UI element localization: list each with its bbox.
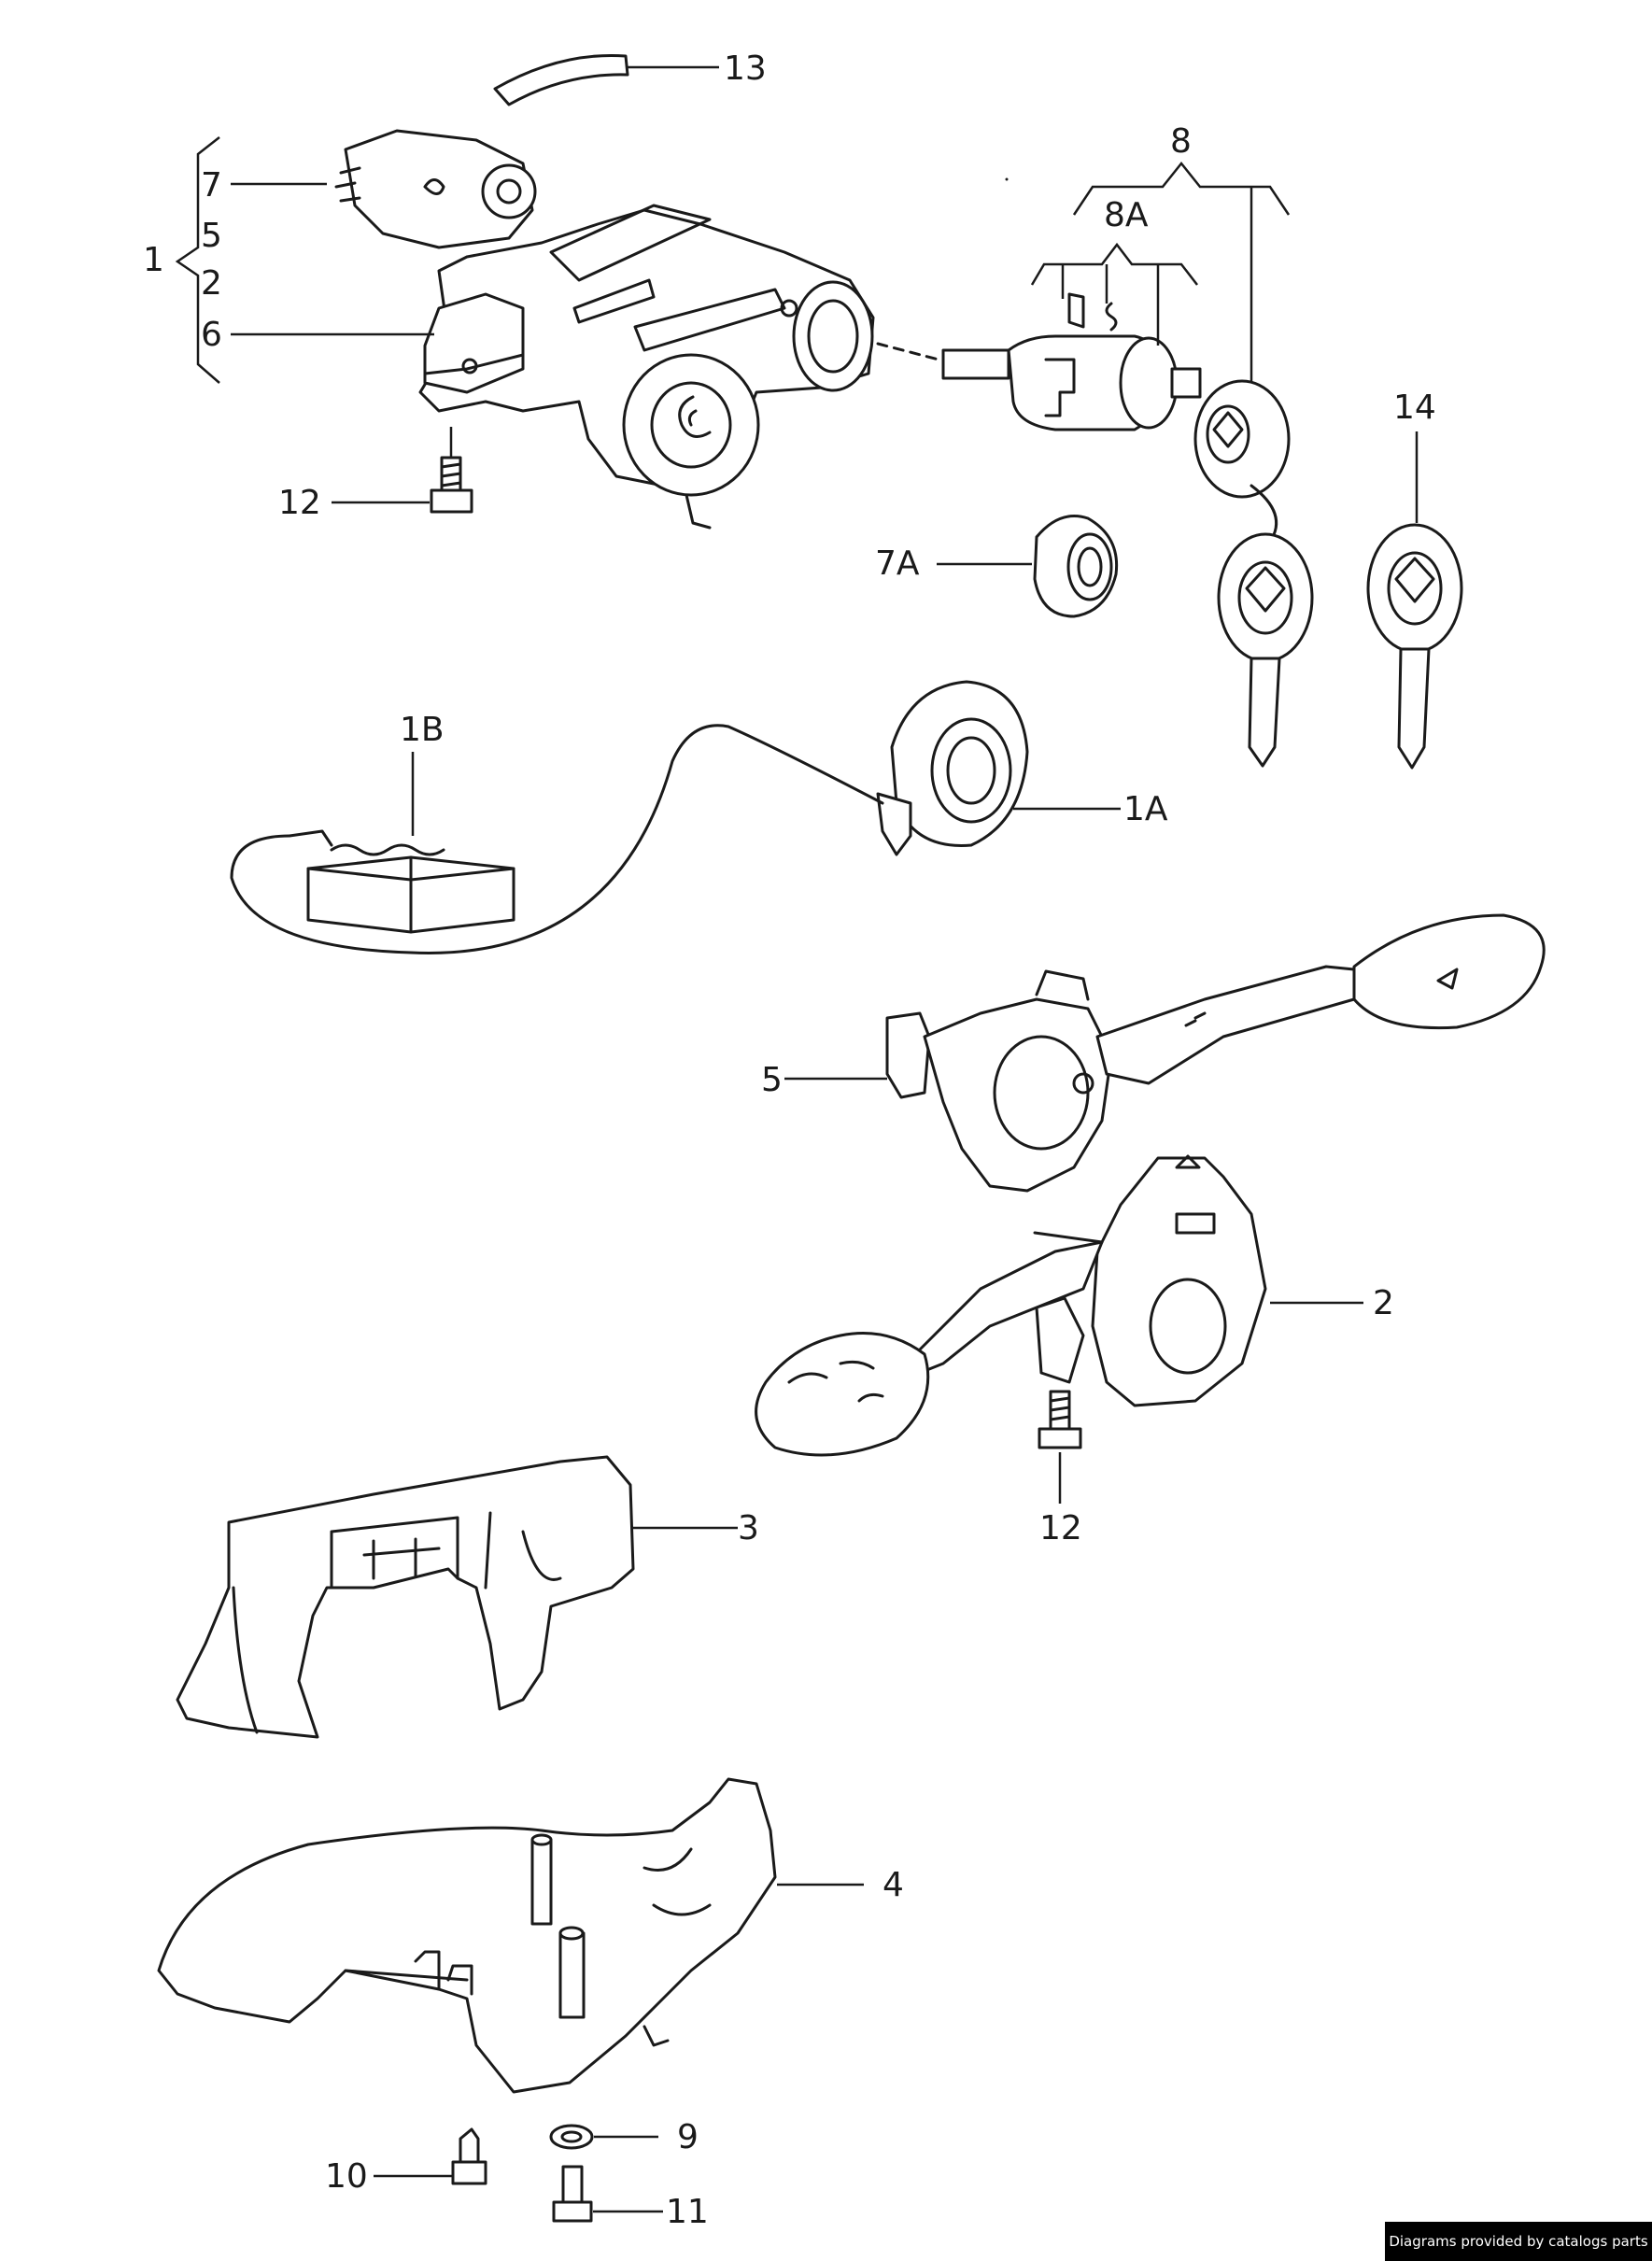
part-12-screw-middle: [1038, 1390, 1082, 1449]
callout-9: 9: [677, 2118, 699, 2156]
callout-10: 10: [325, 2157, 368, 2196]
part-9-washer: [549, 2124, 594, 2150]
callout-5: 5: [761, 1061, 783, 1099]
callout-7a: 7A: [875, 544, 920, 583]
part-11-bolt: [552, 2165, 593, 2223]
part-13-cover-strip: [493, 53, 629, 106]
callout-12-middle: 12: [1039, 1509, 1082, 1547]
part-8-keys-with-ring: [1193, 379, 1314, 768]
callout-6: 6: [201, 316, 222, 354]
callout-13: 13: [724, 49, 767, 88]
leader-lines: [175, 65, 1419, 2213]
part-2-turn-signal-switch: [755, 1154, 1267, 1457]
callout-12-top: 12: [278, 484, 321, 522]
callout-4: 4: [882, 1866, 904, 1904]
part-8a-lock-cylinder: [876, 292, 1202, 431]
part-3-upper-column-trim: [176, 1455, 635, 1739]
part-14-key: [1366, 523, 1463, 770]
part-7a-ring: [1033, 515, 1119, 618]
callout-7: 7: [201, 166, 222, 205]
callout-11: 11: [666, 2193, 709, 2231]
callout-2-group: 2: [201, 264, 222, 303]
callout-8a: 8A: [1104, 196, 1149, 234]
callout-1a: 1A: [1123, 790, 1168, 828]
callout-2: 2: [1373, 1284, 1394, 1322]
part-10-screw: [451, 2127, 487, 2185]
callout-1: 1: [143, 241, 164, 279]
part-1-lock-housing-assembly: [334, 129, 875, 530]
stray-dot: [1005, 177, 1009, 181]
part-4-lower-column-trim: [157, 1777, 777, 2094]
part-12-screw-top: [430, 456, 473, 514]
callout-1b: 1B: [400, 711, 445, 749]
part-1a-slip-ring-and-1b-connector: [230, 680, 1029, 954]
callout-3: 3: [738, 1509, 759, 1547]
callout-labels: 13 8 8A 7 5 1 2 6 12 14 7A 1B 1A 5 2 12 …: [143, 49, 1436, 2231]
credit-banner: Diagrams provided by catalogs parts: [1385, 2222, 1652, 2261]
callout-14: 14: [1393, 389, 1436, 427]
callout-8: 8: [1170, 122, 1192, 161]
callout-5-group: 5: [201, 217, 222, 255]
part-5-wiper-switch: [885, 913, 1546, 1193]
